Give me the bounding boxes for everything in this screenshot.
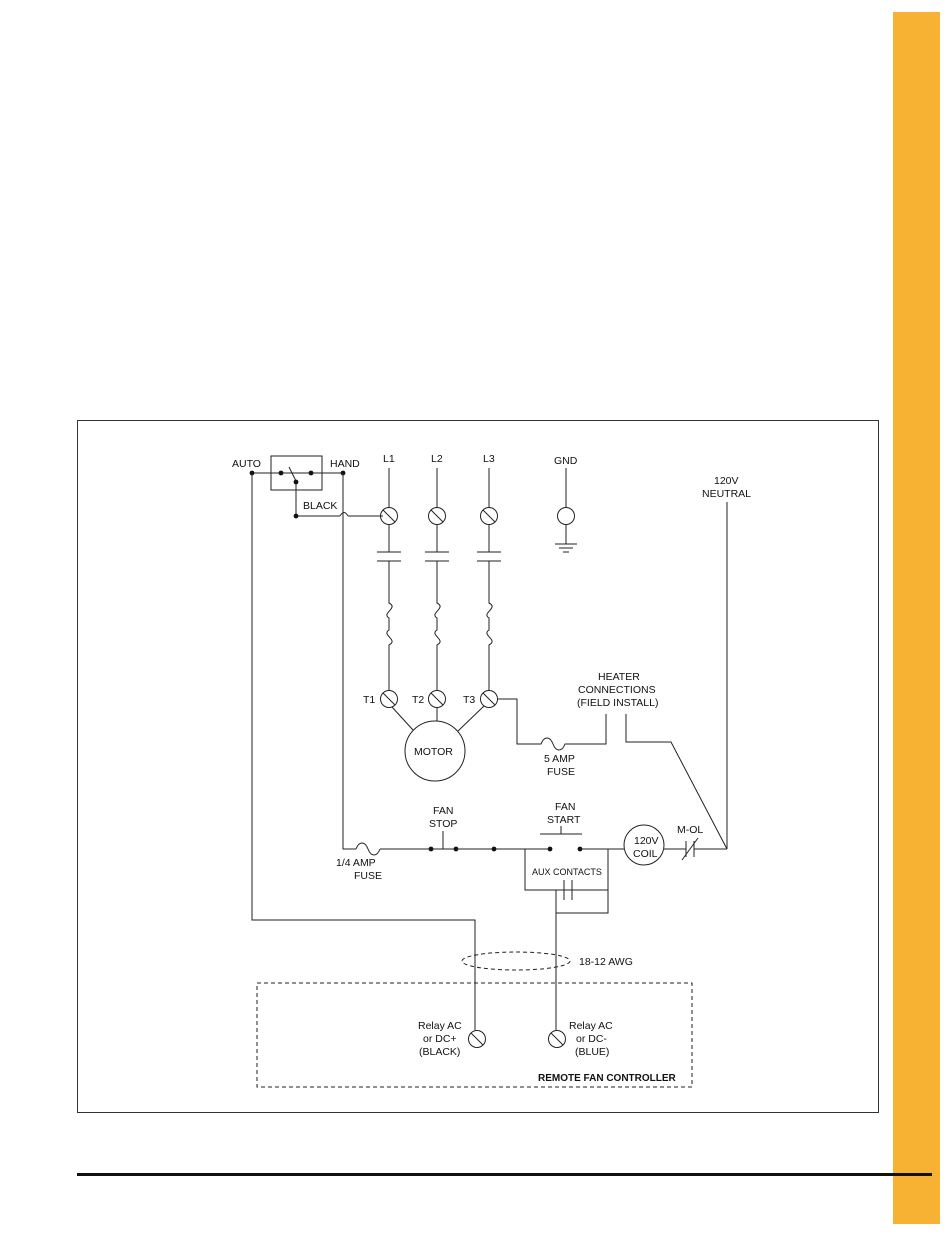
- t3-label: T3: [463, 694, 475, 706]
- hand-wire: [343, 473, 356, 849]
- gnd-label: GND: [554, 455, 578, 467]
- power-legs: [377, 468, 501, 708]
- awg-label: 18-12 AWG: [579, 956, 633, 968]
- relay-neg-label-3: (BLUE): [575, 1046, 609, 1058]
- l2-label: L2: [431, 453, 443, 465]
- t1-label: T1: [363, 694, 375, 706]
- coil-label-1: 120V: [634, 835, 659, 847]
- relay-neg-label-1: Relay AC: [569, 1020, 613, 1032]
- fan-stop-label-2: STOP: [429, 818, 457, 830]
- coil-label-2: COIL: [633, 848, 658, 860]
- relay-neg-label-2: or DC-: [576, 1033, 607, 1045]
- t2-label: T2: [412, 694, 424, 706]
- heater-label-3: (FIELD INSTALL): [577, 697, 659, 709]
- remote-controller-label: REMOTE FAN CONTROLLER: [538, 1073, 677, 1084]
- hand-label: HAND: [330, 458, 360, 470]
- relay-pos-label-2: or DC+: [423, 1033, 457, 1045]
- ground-terminal: [555, 468, 577, 552]
- cable-bundle: [462, 952, 570, 970]
- relay-terminals: [469, 1031, 566, 1048]
- relay-pos-label-1: Relay AC: [418, 1020, 462, 1032]
- control-circuit: [356, 825, 727, 1030]
- fan-start-label-2: START: [547, 814, 581, 826]
- motor: [392, 706, 484, 781]
- fuse5-label-1: 5 AMP: [544, 753, 575, 765]
- fuse5-label-2: FUSE: [547, 766, 575, 778]
- fuse14-label-1: 1/4 AMP: [336, 857, 376, 869]
- fan-start-label-1: FAN: [555, 801, 575, 813]
- mol-label: M-OL: [677, 824, 703, 836]
- heater-label-1: HEATER: [598, 671, 640, 683]
- l1-label: L1: [383, 453, 395, 465]
- neutral-label-1: 120V: [714, 475, 739, 487]
- l3-label: L3: [483, 453, 495, 465]
- fan-stop-label-1: FAN: [433, 805, 453, 817]
- relay-pos-label-3: (BLACK): [419, 1046, 460, 1058]
- black-label: BLACK: [303, 500, 337, 512]
- motor-label: MOTOR: [414, 746, 453, 758]
- heater-label-2: CONNECTIONS: [578, 684, 656, 696]
- aux-contacts-label: AUX CONTACTS: [532, 867, 602, 877]
- fuse14-label-2: FUSE: [354, 870, 382, 882]
- neutral-label-2: NEUTRAL: [702, 488, 751, 500]
- auto-label: AUTO: [232, 458, 261, 470]
